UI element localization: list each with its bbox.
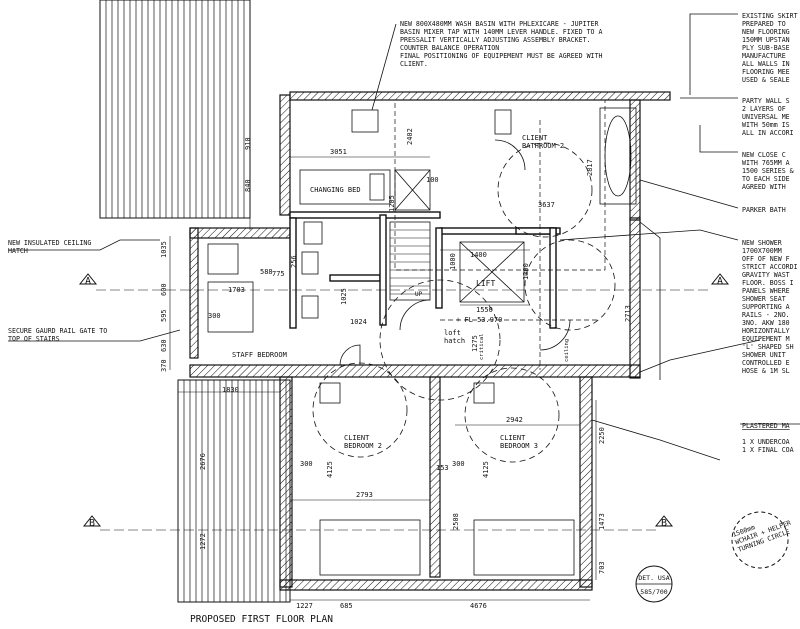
- changing-bed: [299, 169, 391, 205]
- drawing-title: PROPOSED FIRST FLOOR PLAN: [190, 614, 333, 625]
- svg-text:588: 588: [260, 268, 273, 276]
- svg-text:4125: 4125: [482, 461, 490, 478]
- svg-text:1024: 1024: [350, 318, 367, 326]
- right-wall-profile: [591, 221, 761, 461]
- lift-shaft: [459, 241, 525, 303]
- roof-hatching-top-left: [99, 0, 251, 219]
- dimension-lines: [169, 110, 597, 601]
- label-lift: LIFT: [476, 279, 495, 288]
- svg-text:3637: 3637: [538, 201, 555, 209]
- bedroom-beds: [319, 382, 575, 576]
- svg-text:2250: 2250: [598, 427, 606, 444]
- svg-text:2402: 2402: [406, 128, 414, 145]
- note-parker-bath: PARKER BATH: [742, 206, 786, 214]
- svg-text:910: 910: [244, 137, 252, 150]
- svg-text:1275: 1275: [471, 335, 479, 352]
- svg-text:370: 370: [160, 359, 168, 372]
- section-marker-a-right: A: [710, 273, 730, 287]
- svg-text:630: 630: [160, 339, 168, 352]
- dashed-services: [394, 99, 606, 370]
- svg-text:2676: 2676: [199, 453, 207, 470]
- label-stair-up: UP: [415, 291, 423, 298]
- svg-text:256: 256: [290, 255, 298, 268]
- roof-hatching-bottom-left: [177, 379, 291, 603]
- svg-text:1300: 1300: [522, 263, 530, 280]
- section-marker-a-left: A: [78, 273, 98, 287]
- svg-text:B: B: [89, 518, 95, 529]
- svg-text:3051: 3051: [330, 148, 347, 156]
- svg-text:1703: 1703: [228, 286, 245, 294]
- internal-walls: [289, 211, 561, 329]
- svg-text:1205: 1205: [388, 195, 396, 212]
- svg-text:840: 840: [244, 179, 252, 192]
- svg-text:2942: 2942: [506, 416, 523, 424]
- note-leader-lines: [8, 13, 800, 425]
- svg-text:2793: 2793: [356, 491, 373, 499]
- svg-text:1227: 1227: [296, 602, 313, 610]
- svg-text:1272: 1272: [199, 533, 207, 550]
- label-fl-level: + FL 53.970: [456, 316, 502, 324]
- svg-text:1035: 1035: [160, 241, 168, 258]
- svg-text:4125: 4125: [326, 461, 334, 478]
- shower-tray: [394, 169, 431, 211]
- room-label-staff-bedroom: STAFF BEDROOM: [232, 351, 287, 359]
- svg-text:DET. USA: DET. USA: [638, 574, 669, 582]
- svg-text:595: 595: [160, 309, 168, 322]
- svg-text:685: 685: [340, 602, 353, 610]
- svg-text:1550: 1550: [476, 306, 493, 314]
- section-marker-b-left: B: [82, 515, 102, 529]
- turning-circle-callout: 1500mmWCHAIR + HELPERTURNING CIRCLE: [731, 511, 794, 569]
- svg-text:300: 300: [208, 312, 221, 320]
- svg-text:585/700: 585/700: [640, 588, 667, 596]
- svg-text:600: 600: [160, 283, 168, 296]
- svg-text:A: A: [717, 276, 723, 287]
- svg-text:300: 300: [452, 460, 465, 468]
- svg-text:153: 153: [436, 464, 449, 472]
- svg-text:4676: 4676: [470, 602, 487, 610]
- wash-basins: [207, 109, 512, 275]
- note-wash-basin: NEW 800X480MM WASH BASIN WITH PHLEXICARE…: [400, 20, 602, 68]
- svg-text:B: B: [661, 518, 667, 529]
- svg-text:703: 703: [598, 561, 606, 574]
- svg-text:1000: 1000: [449, 253, 457, 270]
- dimension-labels: 3051 2402 910 840 1035 2817 3637 1400 13…: [160, 128, 632, 610]
- svg-text:A: A: [85, 276, 91, 287]
- svg-text:300: 300: [300, 460, 313, 468]
- svg-text:100: 100: [426, 176, 439, 184]
- note-plastered-heading: PLASTERED MA: [742, 422, 790, 430]
- svg-text:2713: 2713: [624, 305, 632, 322]
- door-swings: [339, 139, 571, 366]
- outer-walls: [189, 91, 671, 591]
- detail-callout: DET. USA 585/700: [635, 565, 673, 603]
- label-changing-bed: CHANGING BED: [310, 186, 361, 194]
- wc-units: [207, 251, 319, 333]
- svg-text:1400: 1400: [470, 251, 487, 259]
- svg-text:775: 775: [272, 270, 285, 278]
- svg-text:1025: 1025: [340, 288, 348, 305]
- svg-text:1500mmWCHAIR + HELPERTURNING C: 1500mmWCHAIR + HELPERTURNING CIRCLE: [731, 511, 794, 554]
- label-ceiling: ceiling: [564, 339, 570, 362]
- svg-text:2817: 2817: [586, 159, 594, 176]
- svg-text:2508: 2508: [452, 513, 460, 530]
- svg-text:1473: 1473: [598, 513, 606, 530]
- section-marker-b-right: B: [654, 515, 674, 529]
- svg-text:1830: 1830: [222, 386, 239, 394]
- label-critical: critical: [479, 334, 485, 361]
